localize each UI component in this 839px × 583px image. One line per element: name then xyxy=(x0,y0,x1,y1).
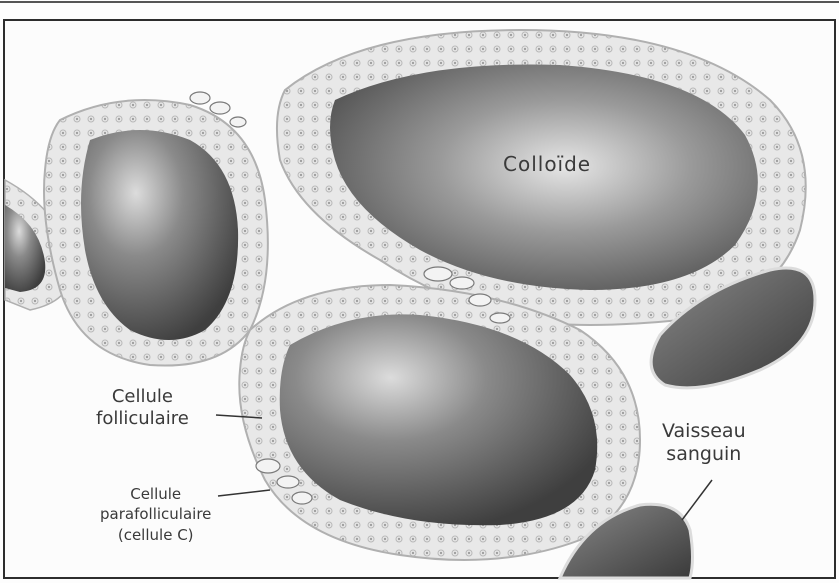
label-blood-vessel: Vaisseau sanguin xyxy=(662,420,746,466)
label-colloid: Colloïde xyxy=(503,152,591,176)
label-parafollicular-cell: Cellule parafolliculaire (cellule C) xyxy=(100,484,211,545)
upper-left-follicle xyxy=(44,100,268,366)
label-follicular-cell: Cellule folliculaire xyxy=(96,386,189,429)
